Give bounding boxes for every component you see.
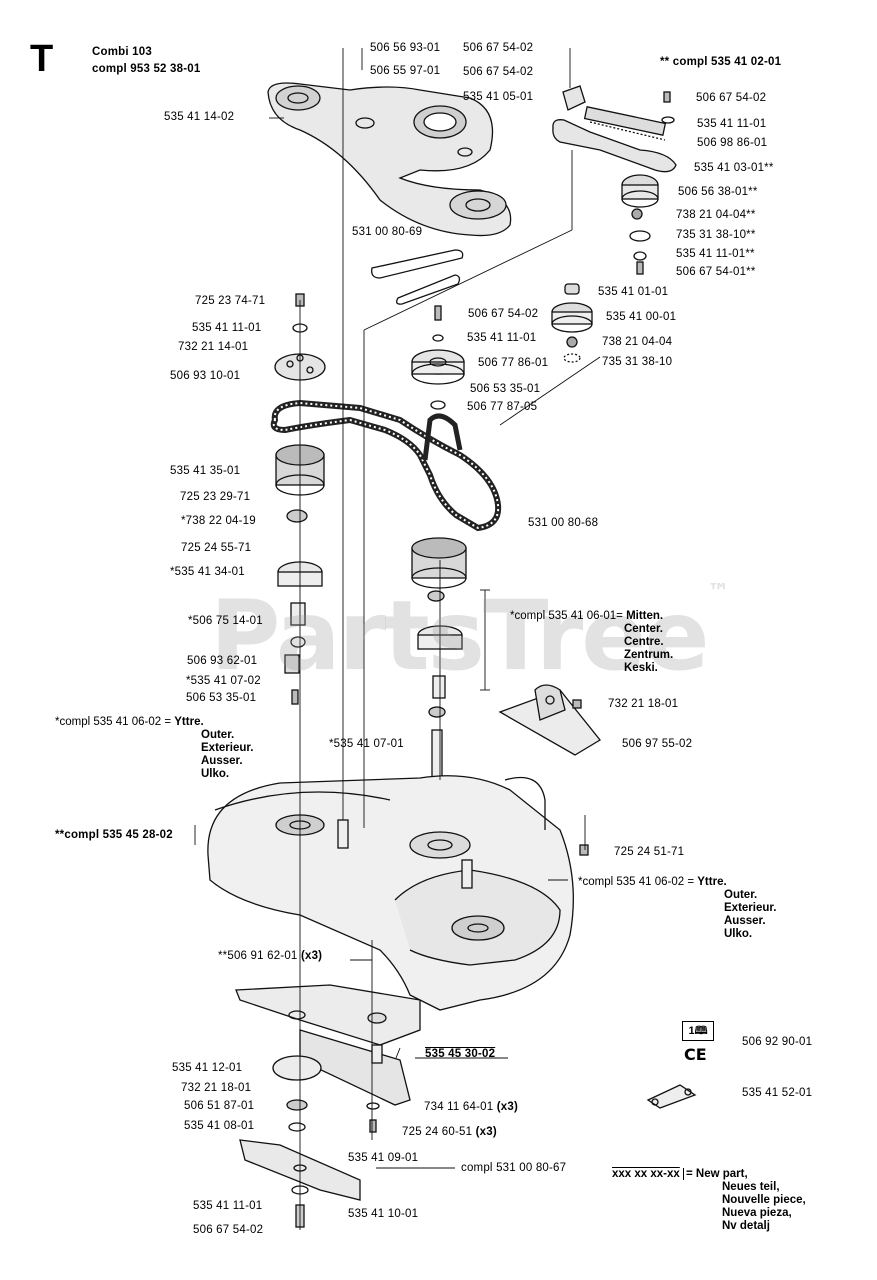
part-label[interactable]: 506 77 86-01 bbox=[478, 357, 549, 369]
part-label[interactable]: 531 00 80-68 bbox=[528, 517, 599, 529]
part-label[interactable]: 535 41 10-01 bbox=[348, 1208, 419, 1220]
manual-book-icon: 1🕮 bbox=[682, 1021, 714, 1041]
hinge-bracket bbox=[498, 684, 601, 756]
part-label[interactable]: 506 56 38-01** bbox=[678, 186, 758, 198]
part-label[interactable]: *535 41 34-01 bbox=[170, 566, 245, 578]
small-pulley bbox=[551, 283, 593, 363]
part-label[interactable]: 506 77 87-05 bbox=[467, 401, 538, 413]
part-label[interactable]: *535 41 07-02 bbox=[186, 675, 261, 687]
part-label[interactable]: 735 31 38-10 bbox=[602, 356, 673, 368]
deck-kit-label[interactable]: **compl 535 45 28-02 bbox=[55, 829, 173, 841]
part-label[interactable]: 735 31 38-10** bbox=[676, 229, 756, 241]
part-label[interactable]: 535 41 08-01 bbox=[184, 1120, 255, 1132]
part-label[interactable]: 535 41 11-01** bbox=[676, 248, 755, 260]
ce-mark-icon: CE bbox=[684, 1045, 707, 1064]
part-label[interactable]: 535 41 11-01 bbox=[192, 322, 262, 334]
part-label[interactable]: 506 67 54-02 bbox=[463, 66, 534, 78]
section-letter: T bbox=[30, 38, 54, 80]
part-label[interactable]: 506 53 35-01 bbox=[186, 692, 257, 704]
belt-guard-bracket bbox=[267, 82, 512, 237]
part-label[interactable]: 535 41 12-01 bbox=[172, 1062, 243, 1074]
part-label[interactable]: 535 41 09-01 bbox=[348, 1152, 419, 1164]
part-label[interactable]: 725 23 29-71 bbox=[180, 491, 251, 503]
part-label[interactable]: 506 98 86-01 bbox=[697, 137, 768, 149]
blade-holder bbox=[235, 984, 421, 1133]
center-spindle-stack bbox=[411, 537, 467, 781]
part-label[interactable]: 506 55 97-01 bbox=[370, 65, 441, 77]
part-label[interactable]: 535 41 00-01 bbox=[606, 311, 677, 323]
part-label[interactable]: *535 41 07-01 bbox=[329, 738, 404, 750]
part-label[interactable]: 535 45 30-02 bbox=[425, 1048, 496, 1060]
part-label[interactable]: 732 21 18-01 bbox=[608, 698, 679, 710]
part-label[interactable]: 535 41 11-01 bbox=[697, 118, 767, 130]
accessory-bracket bbox=[646, 1084, 697, 1109]
part-label[interactable]: 506 56 93-01 bbox=[370, 42, 441, 54]
part-label[interactable]: 535 41 05-01 bbox=[463, 91, 534, 103]
part-label[interactable]: *738 22 04-19 bbox=[181, 515, 256, 527]
part-label[interactable]: *506 75 14-01 bbox=[188, 615, 263, 627]
kit-outer-left-group[interactable]: *compl 535 41 06-02 = Yttre. Outer. Exte… bbox=[55, 716, 254, 780]
drive-belt bbox=[270, 399, 502, 532]
slotted-plate bbox=[371, 249, 464, 305]
new-part-legend: xxx xx xx-xx = New part, Neues teil, Nou… bbox=[612, 1168, 806, 1232]
part-label[interactable]: 531 00 80-69 bbox=[352, 226, 423, 238]
part-label[interactable]: 506 92 90-01 bbox=[742, 1036, 813, 1048]
part-label[interactable]: 506 93 10-01 bbox=[170, 370, 241, 382]
part-label[interactable]: 506 67 54-02 bbox=[463, 42, 534, 54]
part-label[interactable]: 506 67 54-01** bbox=[676, 266, 756, 278]
kit-center-group[interactable]: *compl 535 41 06-01= Mitten. Center. Cen… bbox=[510, 610, 674, 674]
part-label[interactable]: 725 24 51-71 bbox=[614, 846, 685, 858]
tension-pulley-stack bbox=[621, 91, 675, 275]
idler-pulley bbox=[411, 305, 465, 410]
part-label[interactable]: 535 41 11-01 bbox=[193, 1200, 263, 1212]
model-compl-number: compl 953 52 38-01 bbox=[92, 63, 201, 75]
part-label[interactable]: 506 51 87-01 bbox=[184, 1100, 255, 1112]
part-label[interactable]: 535 41 01-01 bbox=[598, 286, 669, 298]
part-label[interactable]: 732 21 14-01 bbox=[178, 341, 249, 353]
part-label[interactable]: 535 41 35-01 bbox=[170, 465, 241, 477]
part-label[interactable]: 506 53 35-01 bbox=[470, 383, 541, 395]
part-label[interactable]: 535 41 11-01 bbox=[467, 332, 537, 344]
cutting-deck bbox=[207, 775, 589, 1011]
part-label[interactable]: compl 531 00 80-67 bbox=[461, 1162, 567, 1174]
part-label[interactable]: 535 41 52-01 bbox=[742, 1087, 813, 1099]
part-label[interactable]: 535 41 14-02 bbox=[164, 111, 235, 123]
part-label-with-qty[interactable]: 734 11 64-01 (x3) bbox=[424, 1101, 518, 1113]
part-label[interactable]: 506 67 54-02 bbox=[193, 1224, 264, 1236]
part-label[interactable]: 738 21 04-04 bbox=[602, 336, 673, 348]
part-label[interactable]: 738 21 04-04** bbox=[676, 209, 756, 221]
part-label[interactable]: 506 67 54-02 bbox=[468, 308, 539, 320]
part-label-with-qty[interactable]: **506 91 62-01 (x3) bbox=[218, 950, 323, 962]
part-label[interactable]: 725 24 55-71 bbox=[181, 542, 252, 554]
part-label[interactable]: 725 23 74-71 bbox=[195, 295, 266, 307]
model-name: Combi 103 bbox=[92, 46, 152, 58]
kit-outer-right-group[interactable]: *compl 535 41 06-02 = Yttre. Outer. Exte… bbox=[578, 876, 777, 940]
tension-arm bbox=[552, 85, 677, 173]
top-right-kit-number: ** compl 535 41 02-01 bbox=[660, 56, 782, 68]
part-label[interactable]: 506 67 54-02 bbox=[696, 92, 767, 104]
part-label-with-qty[interactable]: 725 24 60-51 (x3) bbox=[402, 1126, 497, 1138]
part-label[interactable]: 535 41 03-01** bbox=[694, 162, 774, 174]
part-label[interactable]: 506 97 55-02 bbox=[622, 738, 693, 750]
leader-lines bbox=[194, 48, 601, 1230]
part-label[interactable]: 732 21 18-01 bbox=[181, 1082, 252, 1094]
part-label[interactable]: 506 93 62-01 bbox=[187, 655, 258, 667]
